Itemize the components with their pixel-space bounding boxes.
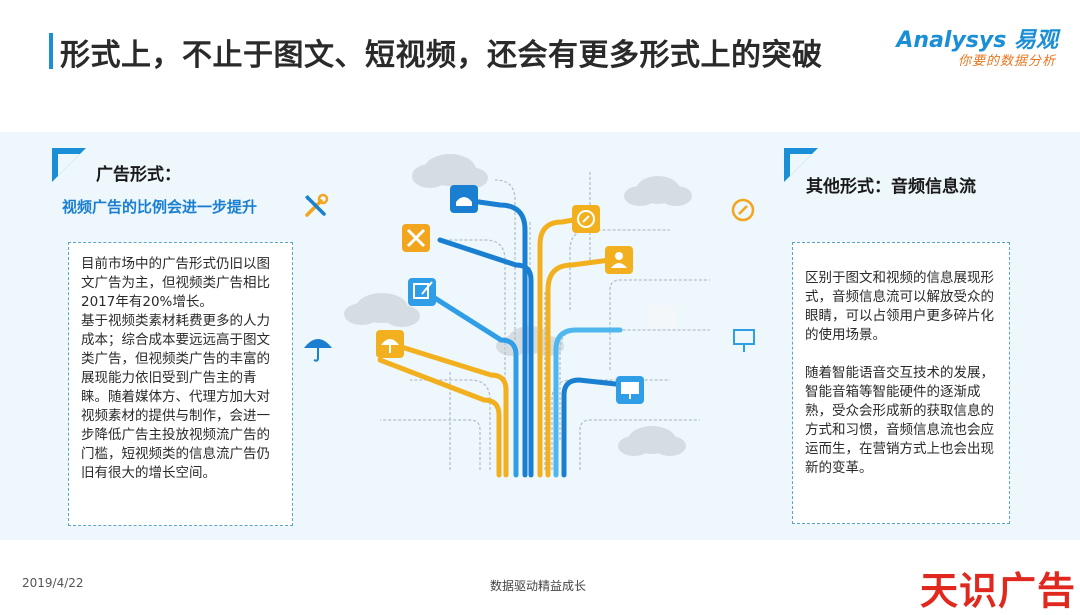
users-icon <box>605 246 633 274</box>
title-accent-bar <box>49 33 53 69</box>
presentation-outline-icon <box>733 329 755 352</box>
left-text-box: 目前市场中的广告形式仍旧以图文广告为主，但视频类广告相比2017年有20%增长。… <box>68 242 293 526</box>
umbrella-icon <box>376 330 404 358</box>
edit-icon <box>408 278 436 306</box>
umbrella-outline-icon <box>304 339 332 362</box>
compass-icon <box>572 205 600 233</box>
footer-slogan: 数据驱动精益成长 <box>490 579 587 593</box>
left-subheading: 视频广告的比例会进一步提升 <box>62 198 258 216</box>
logo-tagline: 你要的数据分析 <box>957 54 1056 69</box>
right-heading: 其他形式：音频信息流 <box>806 177 976 197</box>
blank-tile <box>648 305 676 329</box>
brand-logo: Analysys 易观 你要的数据分析 <box>896 22 1058 72</box>
left-paragraph-1: 目前市场中的广告形式仍旧以图文广告为主，但视频类广告相比2017年有20%增长。 <box>81 256 270 310</box>
right-text-box: 区别于图文和视频的信息展现形式，音频信息流可以解放受众的眼睛，可以占领用户更多碎… <box>792 242 1010 524</box>
tree-illustration <box>304 154 755 478</box>
left-paragraph-2: 基于视频类素材耗费更多的人力成本；综合成本要远远高于图文类广告，但视频类广告的丰… <box>81 313 270 481</box>
phone-icon <box>450 185 478 213</box>
compass-outline-icon <box>731 198 755 222</box>
tools-icon <box>302 192 330 220</box>
left-heading: 广告形式： <box>96 165 181 185</box>
color-branches <box>377 197 628 478</box>
right-paragraph-2: 随着智能语音交互技术的发展，智能音箱等智能硬件的逐渐成熟，受众会形成新的获取信息… <box>805 365 994 476</box>
presentation-icon <box>616 376 644 404</box>
right-corner-mark <box>784 148 818 182</box>
page-title: 形式上，不止于图文、短视频，还会有更多形式上的突破 <box>60 38 823 73</box>
logo-main-text: Analysys 易观 <box>896 28 1058 53</box>
footer-brand-logo: 天识广告 <box>919 569 1076 613</box>
footer-date: 2019/4/22 <box>22 576 84 590</box>
left-corner-mark <box>52 148 86 182</box>
tools-icon <box>402 224 430 252</box>
right-paragraph-1: 区别于图文和视频的信息展现形式，音频信息流可以解放受众的眼睛，可以占领用户更多碎… <box>805 270 994 343</box>
cloud-shapes <box>344 154 692 456</box>
